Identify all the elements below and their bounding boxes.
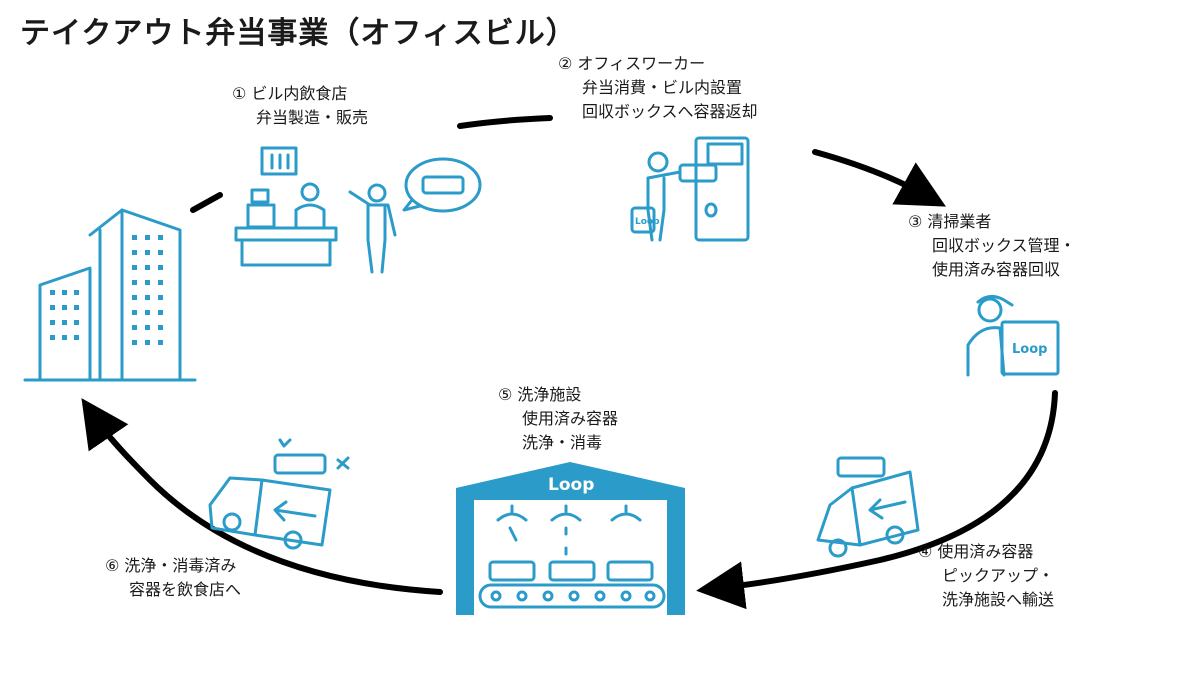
step-1-line-1: ① ビル内飲食店 (232, 84, 348, 103)
step-5-wash-facility: ⑤ 洗浄施設 使用済み容器 洗浄・消毒 (498, 383, 618, 455)
bag-logo: Loop (635, 217, 660, 227)
step-5-line-3: 洗浄・消毒 (522, 433, 603, 452)
step-3-line-2: 回収ボックス管理・ (932, 236, 1076, 255)
step-3-line-3: 使用済み容器回収 (932, 260, 1061, 279)
arrow-building-to-restaurant (190, 192, 223, 213)
return-truck-icon (208, 438, 350, 550)
arrow-worker-to-cleaner (812, 149, 946, 207)
step-5-line-1: ⑤ 洗浄施設 (498, 385, 582, 404)
cleaner-carrying-box-icon: Loop (966, 295, 1060, 377)
delivery-truck-icon (816, 456, 920, 558)
step-6-return: ⑥ 洗浄・消毒済み 容器を飲食店へ (105, 554, 241, 602)
step-2-line-1: ② オフィスワーカー (558, 54, 706, 73)
step-5-line-2: 使用済み容器 (522, 409, 619, 428)
office-worker-return-icon: Loop (630, 136, 750, 242)
step-1-restaurant: ① ビル内飲食店 弁当製造・販売 (232, 82, 368, 130)
box-logo: Loop (1012, 342, 1047, 357)
facility-logo: Loop (548, 475, 594, 495)
arrow-facility-to-building (81, 398, 443, 595)
step-4-line-3: 洗浄施設へ輸送 (942, 590, 1055, 609)
arrow-restaurant-to-worker (457, 115, 553, 129)
step-2-office-worker: ② オフィスワーカー 弁当消費・ビル内設置 回収ボックスへ容器返却 (558, 52, 758, 124)
step-6-line-1: ⑥ 洗浄・消毒済み (105, 556, 237, 575)
restaurant-counter-icon (234, 146, 482, 274)
step-4-transport: ④ 使用済み容器 ピックアップ・ 洗浄施設へ輸送 (918, 540, 1054, 612)
step-6-line-2: 容器を飲食店へ (129, 580, 242, 599)
arrow-cleaner-to-truck (696, 390, 1058, 610)
washing-facility-icon: Loop (456, 462, 685, 615)
page-title: テイクアウト弁当事業（オフィスビル） (20, 16, 577, 51)
step-2-line-2: 弁当消費・ビル内設置 (582, 78, 743, 97)
step-3-line-1: ③ 清掃業者 (908, 212, 992, 231)
step-4-line-2: ピックアップ・ (942, 566, 1055, 585)
step-3-cleaner: ③ 清掃業者 回収ボックス管理・ 使用済み容器回収 (908, 210, 1076, 282)
step-4-line-1: ④ 使用済み容器 (918, 542, 1034, 561)
office-building-icon (23, 208, 197, 382)
step-1-line-2: 弁当製造・販売 (256, 108, 369, 127)
step-2-line-3: 回収ボックスへ容器返却 (582, 102, 758, 121)
